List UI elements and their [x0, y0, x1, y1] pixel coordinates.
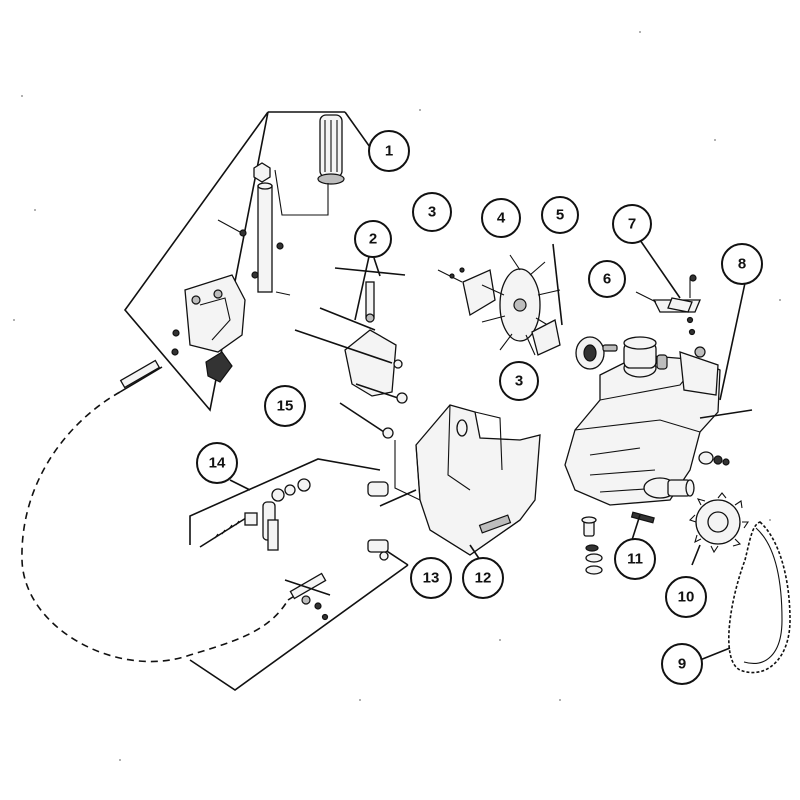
callout-6: 6: [588, 260, 626, 298]
callout-13: 13: [410, 557, 452, 599]
control-plate-hardware: [635, 239, 701, 336]
mounting-bolts: [581, 511, 655, 575]
callout-number: 14: [209, 455, 226, 472]
callout-3-upper: 3: [412, 192, 452, 232]
callout-number: 3: [515, 373, 523, 390]
callout-number: 7: [628, 216, 636, 233]
callout-9: 9: [661, 643, 703, 685]
control-lever-assembly: [123, 111, 373, 412]
throttle-cable: [21, 359, 327, 663]
callout-number: 15: [277, 398, 294, 415]
callout-number: 9: [678, 656, 686, 673]
callout-number: 5: [556, 207, 564, 224]
callout-1: 1: [368, 130, 410, 172]
drive-chain: [699, 521, 791, 674]
callout-number: 2: [369, 231, 377, 248]
callout-3-lower: 3: [499, 361, 539, 401]
scan-noise: [13, 31, 781, 761]
callout-8: 8: [721, 243, 763, 285]
drive-pulley: [575, 336, 605, 370]
callout-2: 2: [354, 220, 392, 258]
mounting-bracket-hardware: [294, 257, 408, 439]
callout-number: 11: [627, 551, 643, 568]
callout-14: 14: [196, 442, 238, 484]
callout-10: 10: [665, 576, 707, 618]
callout-12: 12: [462, 557, 504, 599]
linkage-hardware: [189, 458, 417, 551]
cable-clamp-hardware: [189, 539, 409, 691]
callout-number: 3: [428, 204, 436, 221]
callout-5: 5: [541, 196, 579, 234]
lever-handle-grip: [317, 114, 345, 185]
cooling-fan-assembly: [437, 243, 618, 370]
transmission-housing: [564, 282, 753, 506]
callout-number: 1: [385, 143, 393, 160]
callout-number: 12: [475, 570, 492, 587]
callout-4: 4: [481, 198, 521, 238]
callout-number: 8: [738, 256, 746, 273]
callout-number: 13: [423, 570, 440, 587]
callout-15: 15: [264, 385, 306, 427]
callout-number: 4: [497, 210, 506, 227]
callout-7: 7: [612, 204, 652, 244]
callout-number: 10: [678, 589, 695, 606]
callout-11: 11: [614, 538, 656, 580]
drive-sprocket: [688, 492, 750, 566]
main-mounting-bracket: [394, 404, 541, 561]
callout-number: 6: [603, 271, 611, 288]
